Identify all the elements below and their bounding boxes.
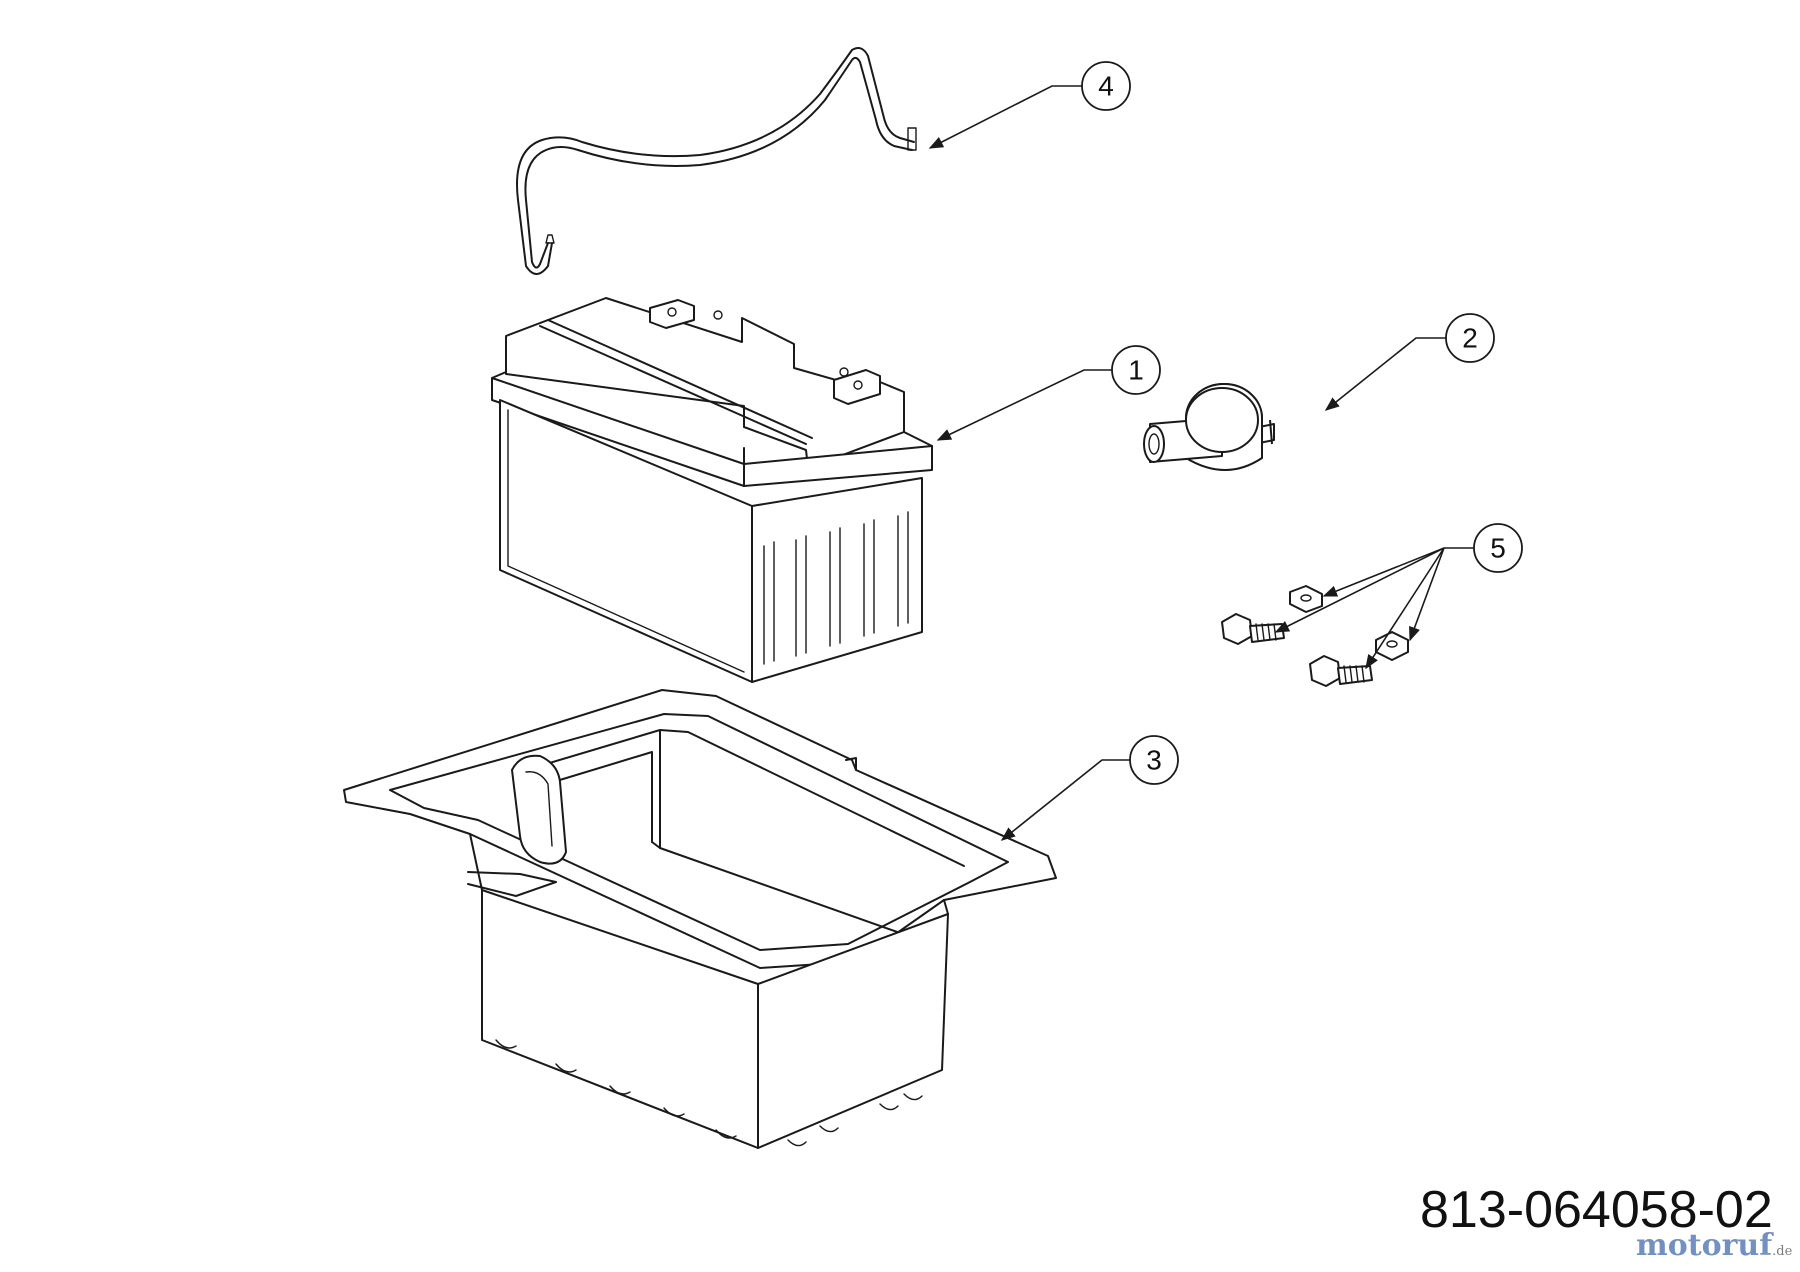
battery-tray-part <box>343 689 1057 1149</box>
watermark-suffix: .de <box>1772 1244 1793 1259</box>
watermark-logo: motoruf.de <box>1636 1228 1792 1263</box>
callout-5: 5 <box>1274 523 1523 670</box>
watermark-text: motoruf <box>1636 1228 1773 1263</box>
bolts-and-nuts-part <box>1221 585 1409 687</box>
callout-3-label: 3 <box>1146 745 1162 776</box>
callout-2: 2 <box>1324 313 1495 411</box>
callout-4-label: 4 <box>1098 71 1114 102</box>
hold-down-rod-part <box>516 47 917 275</box>
callout-3: 3 <box>1000 735 1179 841</box>
battery-part <box>491 297 933 683</box>
diagram-part-number: 813-064058-02 <box>1420 1181 1773 1239</box>
callout-4: 4 <box>928 61 1131 149</box>
terminal-cap-part <box>1143 383 1275 471</box>
callout-2-label: 2 <box>1462 323 1478 354</box>
callout-1-label: 1 <box>1128 355 1144 386</box>
callout-1: 1 <box>936 345 1161 441</box>
callout-5-label: 5 <box>1490 533 1506 564</box>
